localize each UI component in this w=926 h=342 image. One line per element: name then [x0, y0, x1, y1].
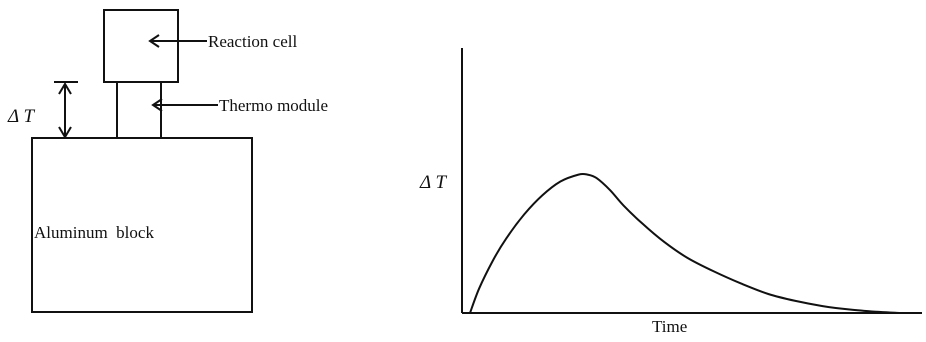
- reaction-cell-label: Reaction cell: [208, 32, 297, 51]
- y-axis-label: Δ T: [419, 172, 448, 193]
- delta-t-arrow-down: [58, 126, 72, 139]
- series-line: [469, 172, 922, 314]
- aluminum-block-label: Aluminum block: [34, 223, 154, 242]
- thermo-module-label: Thermo module: [219, 96, 328, 115]
- x-axis-label: Time: [652, 317, 687, 336]
- apparatus-diagram: Reaction cell Thermo module Δ T Aluminum…: [7, 9, 328, 313]
- delta-t-arrow-up: [58, 82, 72, 95]
- reaction-cell-arrow-head: [148, 34, 160, 48]
- reaction-cell-box: [103, 9, 179, 83]
- thermo-module-box: [116, 81, 162, 139]
- delta-t-label: Δ T: [7, 106, 36, 127]
- delta-t-plot: Δ T Time: [419, 48, 922, 336]
- thermo-module-arrow-head: [151, 98, 163, 112]
- aluminum-block-box: [31, 137, 253, 313]
